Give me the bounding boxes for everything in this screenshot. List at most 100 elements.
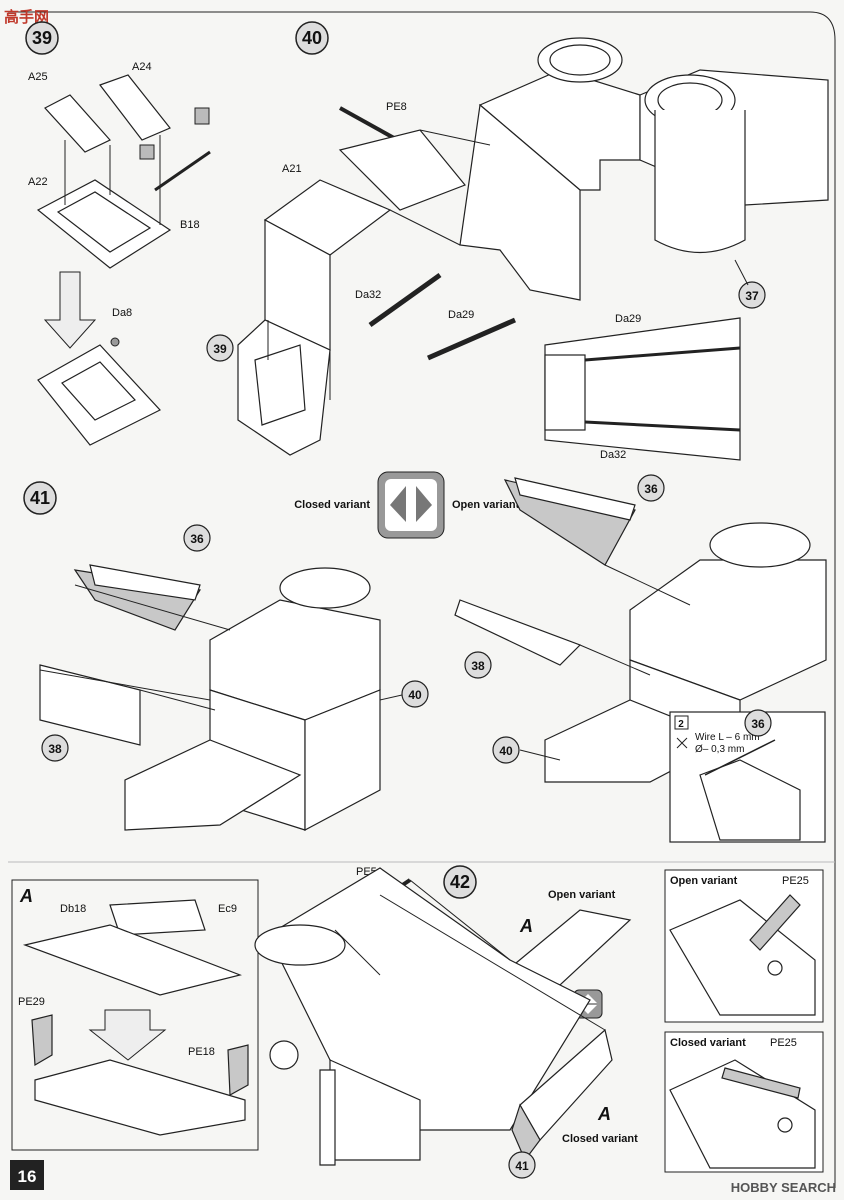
cylinder-37	[654, 110, 746, 254]
callout-36-right-text: 36	[644, 482, 658, 496]
callout-36-left	[183, 524, 211, 552]
part-label-a25: A25	[28, 71, 48, 83]
part-a25	[44, 94, 111, 153]
step-39-number: 39	[32, 28, 52, 48]
step-42-badge	[443, 865, 477, 899]
callout-37	[738, 281, 766, 309]
no-glue-icon	[139, 144, 155, 160]
part-label-pe18: PE18	[188, 1046, 215, 1058]
variant-arrow-right-icon	[416, 486, 432, 522]
callout-37-text: 37	[745, 289, 759, 303]
part-label-da29: Da29	[448, 309, 474, 321]
page-number: 16	[18, 1167, 37, 1186]
callout-39	[206, 334, 234, 362]
inset-label-da32: Da32	[600, 449, 626, 461]
turret-ring-1-inner	[549, 44, 611, 76]
step-42-a-closed: A	[597, 1104, 611, 1124]
callout-41-text: 41	[515, 1159, 529, 1173]
callout-39-text: 39	[213, 342, 227, 356]
subassembly-a-letter: A	[19, 886, 33, 906]
callout-41	[508, 1151, 536, 1179]
detail-closed-hull	[669, 1059, 816, 1169]
step-41: 41 Closed variant Open variant 36 38 40 …	[23, 471, 827, 843]
wire-count: 2	[678, 719, 684, 730]
watermark-bottom: HOBBY SEARCH	[731, 1180, 836, 1195]
detail-closed-pe25	[721, 1067, 801, 1099]
hull-42-ring	[254, 924, 346, 966]
frame-view-da29	[584, 346, 741, 362]
watermark-top: 高手网	[4, 8, 49, 26]
step-39-subassembly-opening	[254, 344, 306, 426]
step-42-a-open: A	[519, 916, 533, 936]
callout-38-left	[41, 734, 69, 762]
wire-length: Wire L – 6 mm	[695, 732, 760, 743]
callout-38-left-text: 38	[48, 742, 62, 756]
callout-36-right	[637, 474, 665, 502]
part-label-pe29: PE29	[18, 996, 45, 1008]
frame-view-box	[544, 354, 586, 431]
part-da29	[426, 317, 517, 361]
variant-arrow-left-icon	[390, 486, 406, 522]
step-41-number: 41	[30, 488, 50, 508]
hull-41-left-ring	[279, 567, 371, 609]
inset-label-da29: Da29	[615, 313, 641, 325]
part-36-right-top	[514, 477, 636, 521]
detail-open-ring	[767, 960, 783, 976]
callout-40-right-text: 40	[499, 744, 513, 758]
part-da32	[368, 272, 442, 328]
detail-closed-box: Closed variant PE25	[664, 1031, 824, 1173]
callout-37-leader	[734, 259, 749, 286]
detail-closed-part: PE25	[770, 1037, 797, 1049]
variant-closed-label: Closed variant	[294, 499, 370, 511]
part-b18	[154, 150, 211, 192]
step-40-number: 40	[302, 28, 322, 48]
detail-open-pe25	[749, 894, 801, 951]
part-label-db18: Db18	[60, 903, 86, 915]
step-40-badge	[295, 21, 329, 55]
detail-closed-title: Closed variant	[670, 1037, 746, 1049]
hull-41-left-lower	[124, 739, 302, 831]
detail-open-title: Open variant	[670, 875, 738, 887]
frame-view-da32	[584, 420, 741, 432]
part-36-left-top	[89, 564, 201, 601]
step-41-badge	[23, 481, 57, 515]
step-42: 42 PE5 Open variant A A Closed variant 4…	[254, 865, 638, 1179]
part-pe18	[227, 1044, 249, 1096]
step-42-open-variant: Open variant	[548, 889, 616, 901]
step-39-badge	[25, 21, 59, 55]
detail-closed-ring	[777, 1117, 793, 1133]
page-number-box	[10, 1160, 44, 1190]
part-label-pe8: PE8	[386, 101, 407, 113]
part-label-da32: Da32	[355, 289, 381, 301]
assembly-arrow	[43, 271, 97, 349]
hull-42-strip	[319, 1069, 336, 1166]
callout-40-left	[401, 680, 429, 708]
subassembly-a-box: A Db18 Ec9 PE29 PE18	[11, 879, 259, 1151]
hull-41-right-ring	[709, 522, 811, 568]
part-label-b18: B18	[180, 219, 200, 231]
part-a24	[99, 74, 171, 141]
part-db18	[22, 924, 242, 996]
no-glue-icon-2	[194, 107, 210, 125]
hull-42-hatch	[269, 1040, 299, 1070]
detail-open-part: PE25	[782, 875, 809, 887]
part-label-da8: Da8	[112, 307, 132, 319]
part-a22-opening	[56, 191, 152, 253]
wire-count-box	[674, 715, 689, 730]
part-label-a21: A21	[282, 163, 302, 175]
detail-open-hull	[669, 899, 816, 1016]
variant-sign-inner	[385, 479, 437, 531]
step-42-guides	[334, 879, 606, 1031]
callout-36-inset-text: 36	[751, 717, 765, 731]
part-label-a22: A22	[28, 176, 48, 188]
callout-40-left-text: 40	[408, 688, 422, 702]
wire-icon	[676, 737, 688, 749]
wire-diameter: Ø– 0,3 mm	[695, 744, 744, 755]
step-39-result-hatch	[61, 361, 136, 421]
callout-36-inset	[744, 709, 772, 737]
subassembly-arrow	[88, 1009, 167, 1061]
step-40-guide-lines	[267, 129, 491, 400]
variant-open-label: Open variant	[452, 499, 520, 511]
callout-38-right	[464, 651, 492, 679]
